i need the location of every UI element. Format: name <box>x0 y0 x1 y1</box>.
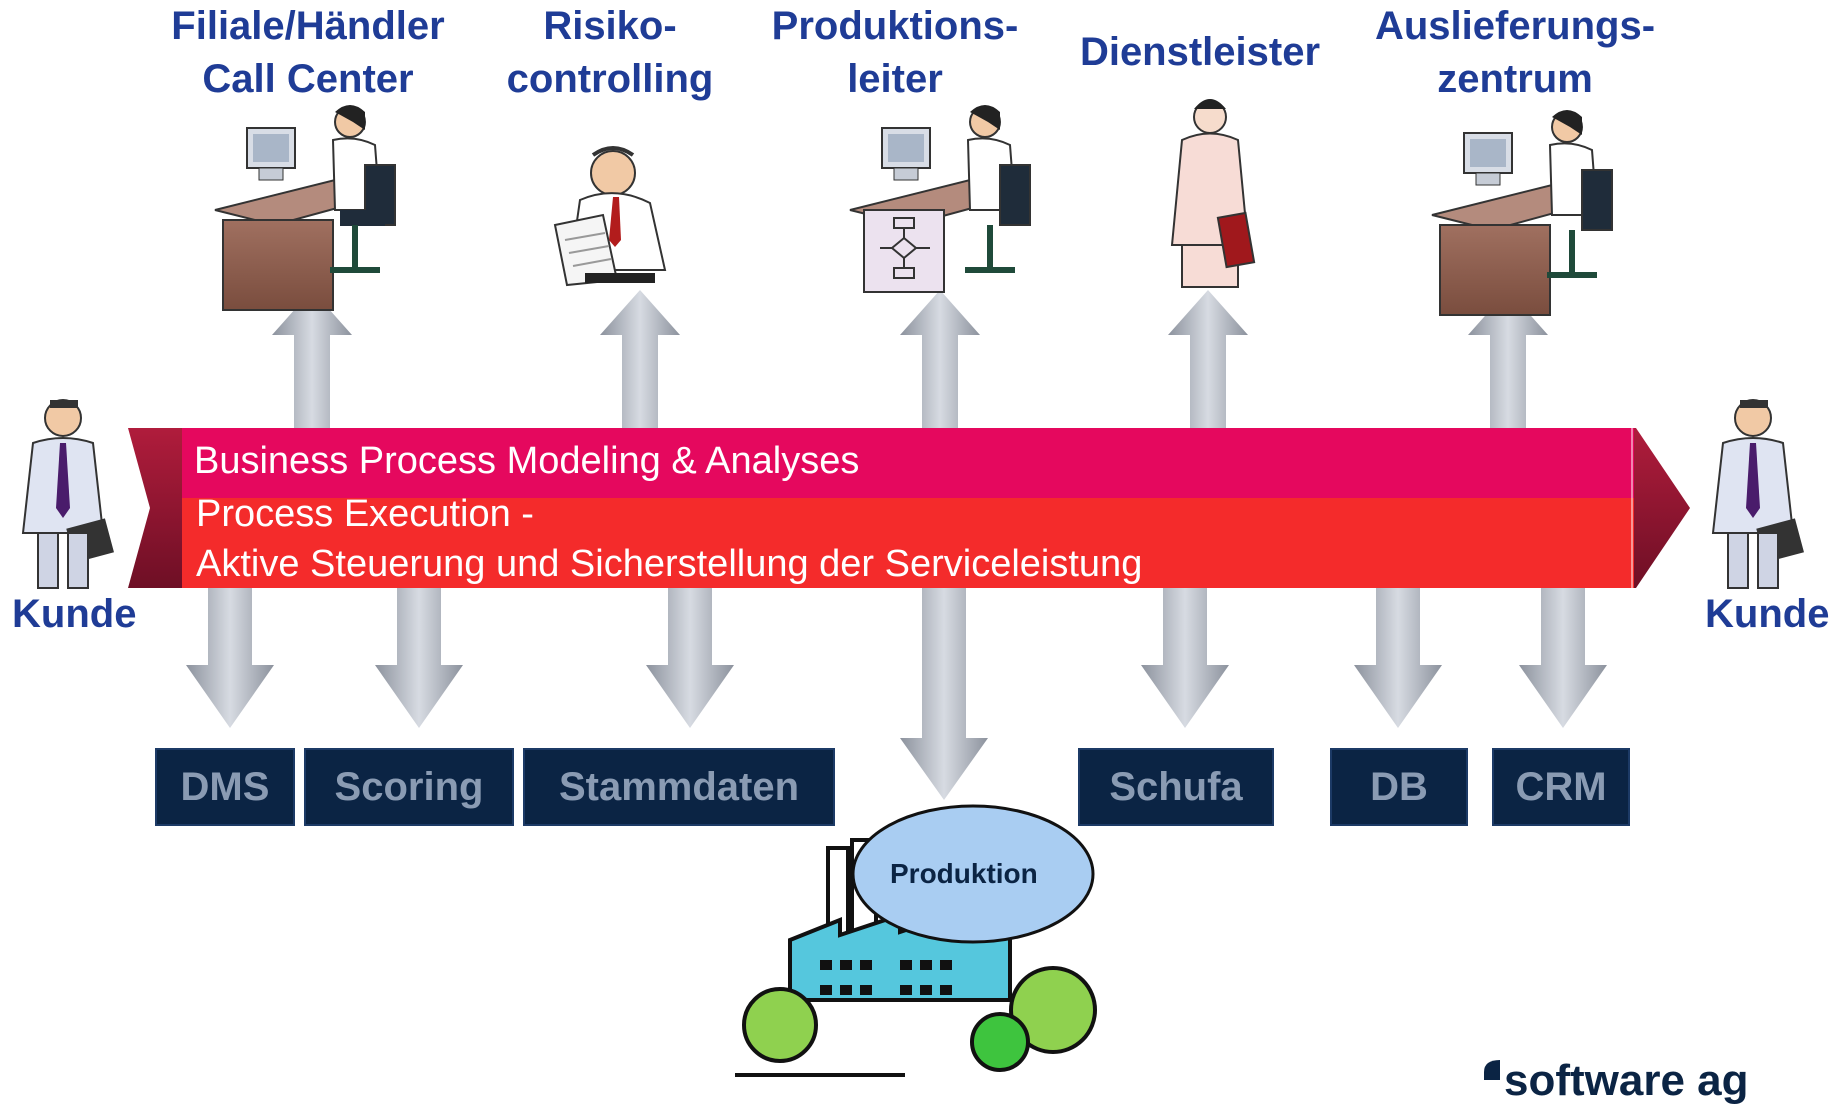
role-label-filiale: Filiale/Händler Call Center <box>171 4 445 101</box>
band-execution <box>182 498 1634 588</box>
down-arrows <box>186 588 1607 800</box>
role-label-auslieferung: Auslieferungs- zentrum <box>1374 4 1656 101</box>
process-band <box>128 428 1690 588</box>
system-box-dms: DMS <box>155 748 295 826</box>
system-box-crm: CRM <box>1492 748 1630 826</box>
auslieferung-desk-figure <box>1431 110 1613 316</box>
produktion-label: Produktion <box>890 858 1038 889</box>
produktionsleiter-desk-figure <box>849 105 1031 293</box>
up-arrows <box>272 290 1548 428</box>
system-box-scoring: Scoring <box>304 748 514 826</box>
band-modeling <box>182 428 1634 498</box>
up-arrow-filiale <box>272 290 352 428</box>
down-arrow-crm <box>1519 588 1607 728</box>
up-arrow-produktionsleiter <box>900 290 980 428</box>
up-arrow-auslieferung <box>1468 290 1548 428</box>
system-box-stammdaten: Stammdaten <box>523 748 835 826</box>
up-arrow-dienstleister <box>1168 290 1248 428</box>
role-label-risiko: Risiko- controlling <box>506 4 714 101</box>
customer-label-right: Kunde <box>1705 592 1830 636</box>
filiale-desk-figure <box>214 105 396 311</box>
software-ag-logo-text: software ag <box>1504 1056 1749 1105</box>
process-diagram <box>21 99 1804 1080</box>
customer-right-figure <box>1711 399 1804 589</box>
role-label-dienstleister: Dienstleister <box>1079 30 1321 74</box>
down-arrow-scoring <box>375 588 463 728</box>
band-execution-line2: Aktive Steuerung und Sicherstellung der … <box>196 543 1143 585</box>
band-execution-line1: Process Execution - <box>196 493 534 535</box>
role-label-produktionsleiter: Produktions- leiter <box>771 4 1019 101</box>
produktion-ellipse <box>851 804 1095 944</box>
down-arrow-dms <box>186 588 274 728</box>
band-modeling-label: Business Process Modeling & Analyses <box>194 440 860 482</box>
system-box-schufa: Schufa <box>1078 748 1274 826</box>
software-ag-logo-mark <box>1484 1060 1500 1080</box>
customer-left-figure <box>21 399 114 589</box>
down-arrow-db <box>1354 588 1442 728</box>
system-box-db: DB <box>1330 748 1468 826</box>
customer-label-left: Kunde <box>12 592 137 636</box>
down-arrow-produktion <box>900 588 988 800</box>
down-arrow-schufa <box>1141 588 1229 728</box>
risiko-worried-figure <box>553 146 667 287</box>
down-arrow-stammdaten <box>646 588 734 728</box>
up-arrow-risiko <box>600 290 680 428</box>
dienstleister-woman-figure <box>1170 99 1256 288</box>
